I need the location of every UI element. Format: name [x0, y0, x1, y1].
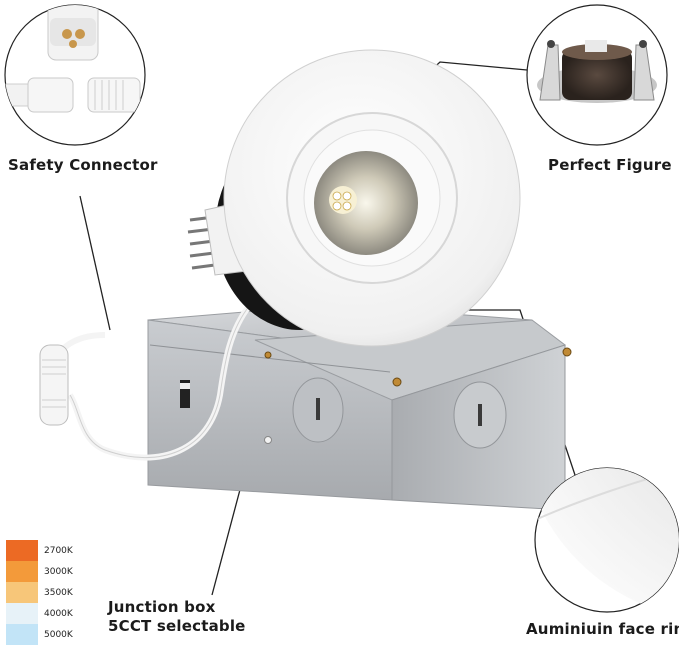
cct-label: 2700K: [44, 545, 73, 556]
junction-box-label: Junction box 5CCT selectable: [108, 598, 246, 636]
cct-swatch: [6, 561, 38, 582]
cct-row: 3500K: [6, 582, 106, 603]
inset-face-ring: [534, 467, 679, 613]
cct-swatch: [6, 603, 38, 624]
cct-label: 5000K: [44, 629, 73, 640]
perfect-figure-label: Perfect Figure: [548, 156, 672, 174]
cct-label: 3000K: [44, 566, 73, 577]
junction-box-line2: 5CCT selectable: [108, 617, 246, 635]
cct-color-scale: 2700K 3000K 3500K 4000K 5000K: [6, 540, 106, 645]
cct-row: 2700K: [6, 540, 106, 561]
safety-connector-device: [39, 344, 69, 426]
inset-perfect-figure: [526, 4, 668, 146]
cct-swatch: [6, 540, 38, 561]
inset-safety-connector: [4, 4, 146, 146]
cct-swatch: [6, 624, 38, 645]
downlight: [187, 49, 521, 347]
cct-row: 5000K: [6, 624, 106, 645]
junction-box-line1: Junction box: [108, 598, 216, 616]
face-ring-label: Auminiuin face ring: [526, 620, 679, 638]
cct-swatch: [6, 582, 38, 603]
cct-label: 3500K: [44, 587, 73, 598]
cct-label: 4000K: [44, 608, 73, 619]
cct-row: 3000K: [6, 561, 106, 582]
safety-connector-label: Safety Connector: [8, 156, 158, 174]
cct-row: 4000K: [6, 603, 106, 624]
